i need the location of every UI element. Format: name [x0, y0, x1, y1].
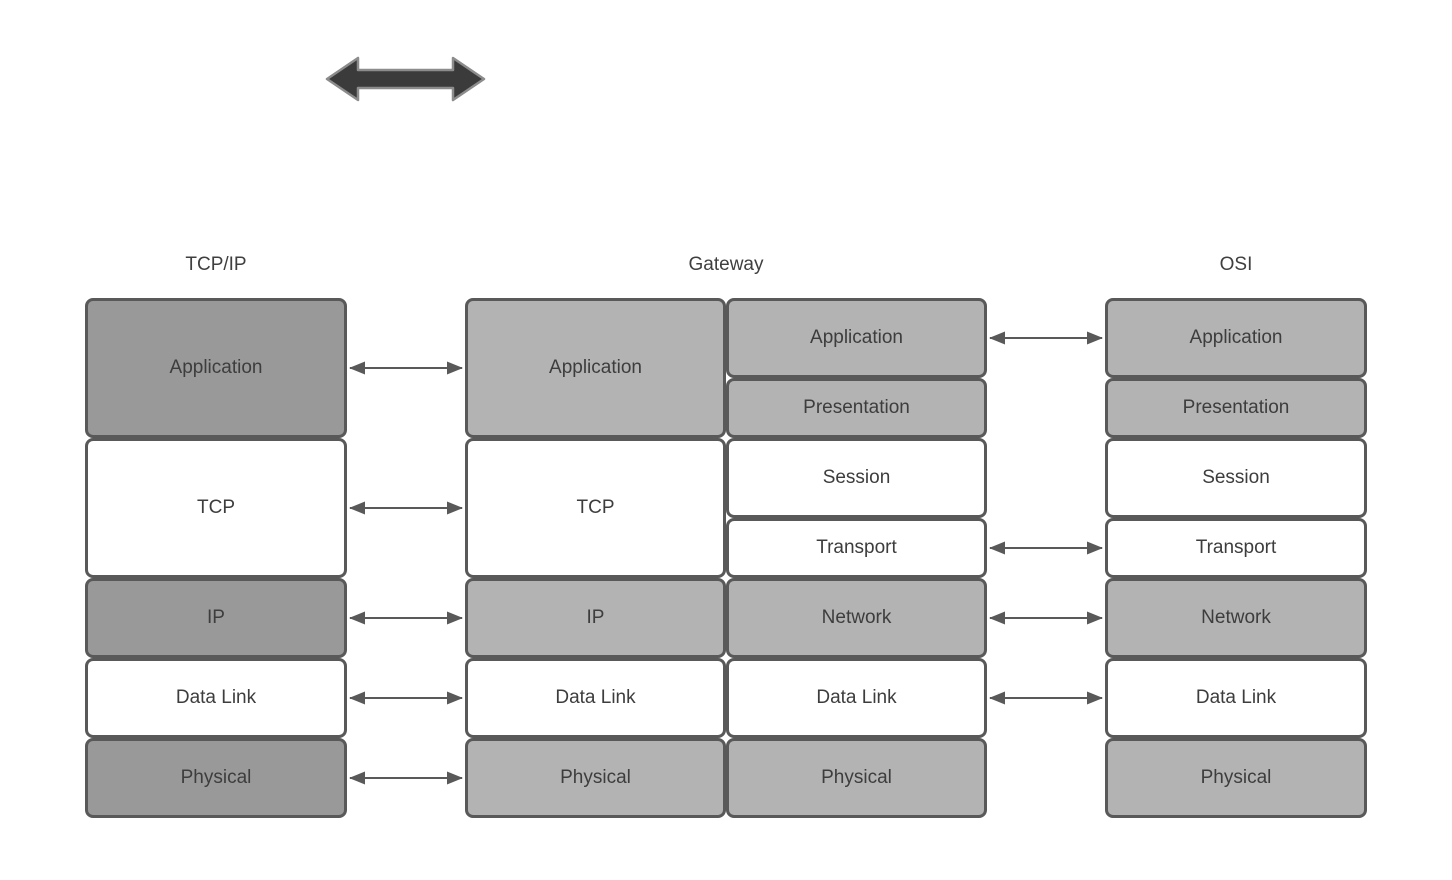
layer-box-gateway-left-physical: Physical [465, 738, 726, 818]
column-header-tcpip: TCP/IP [185, 254, 247, 275]
layer-box-osi-session: Session [1105, 438, 1367, 518]
layer-box-gateway-left-data-link: Data Link [465, 658, 726, 738]
layer-box-osi-presentation: Presentation [1105, 378, 1367, 438]
layer-box-gateway-right-presentation: Presentation [726, 378, 987, 438]
layer-box-osi-network: Network [1105, 578, 1367, 658]
layer-box-osi-application: Application [1105, 298, 1367, 378]
layer-box-gateway-right-physical: Physical [726, 738, 987, 818]
layer-box-gateway-right-transport: Transport [726, 518, 987, 578]
layer-box-gateway-right-network: Network [726, 578, 987, 658]
layer-box-tcpip-physical: Physical [85, 738, 347, 818]
column-header-gateway: Gateway [688, 254, 764, 275]
layer-box-tcpip-data-link: Data Link [85, 658, 347, 738]
layer-box-gateway-left-application: Application [465, 298, 726, 438]
layer-box-tcpip-ip: IP [85, 578, 347, 658]
layer-box-gateway-left-tcp: TCP [465, 438, 726, 578]
layer-box-gateway-right-data-link: Data Link [726, 658, 987, 738]
layer-box-tcpip-application: Application [85, 298, 347, 438]
layer-box-tcpip-tcp: TCP [85, 438, 347, 578]
column-header-osi: OSI [1219, 254, 1253, 275]
layer-box-gateway-right-application: Application [726, 298, 987, 378]
layer-box-gateway-right-session: Session [726, 438, 987, 518]
layer-box-osi-transport: Transport [1105, 518, 1367, 578]
layer-box-gateway-left-ip: IP [465, 578, 726, 658]
layer-box-osi-physical: Physical [1105, 738, 1367, 818]
layer-box-osi-data-link: Data Link [1105, 658, 1367, 738]
